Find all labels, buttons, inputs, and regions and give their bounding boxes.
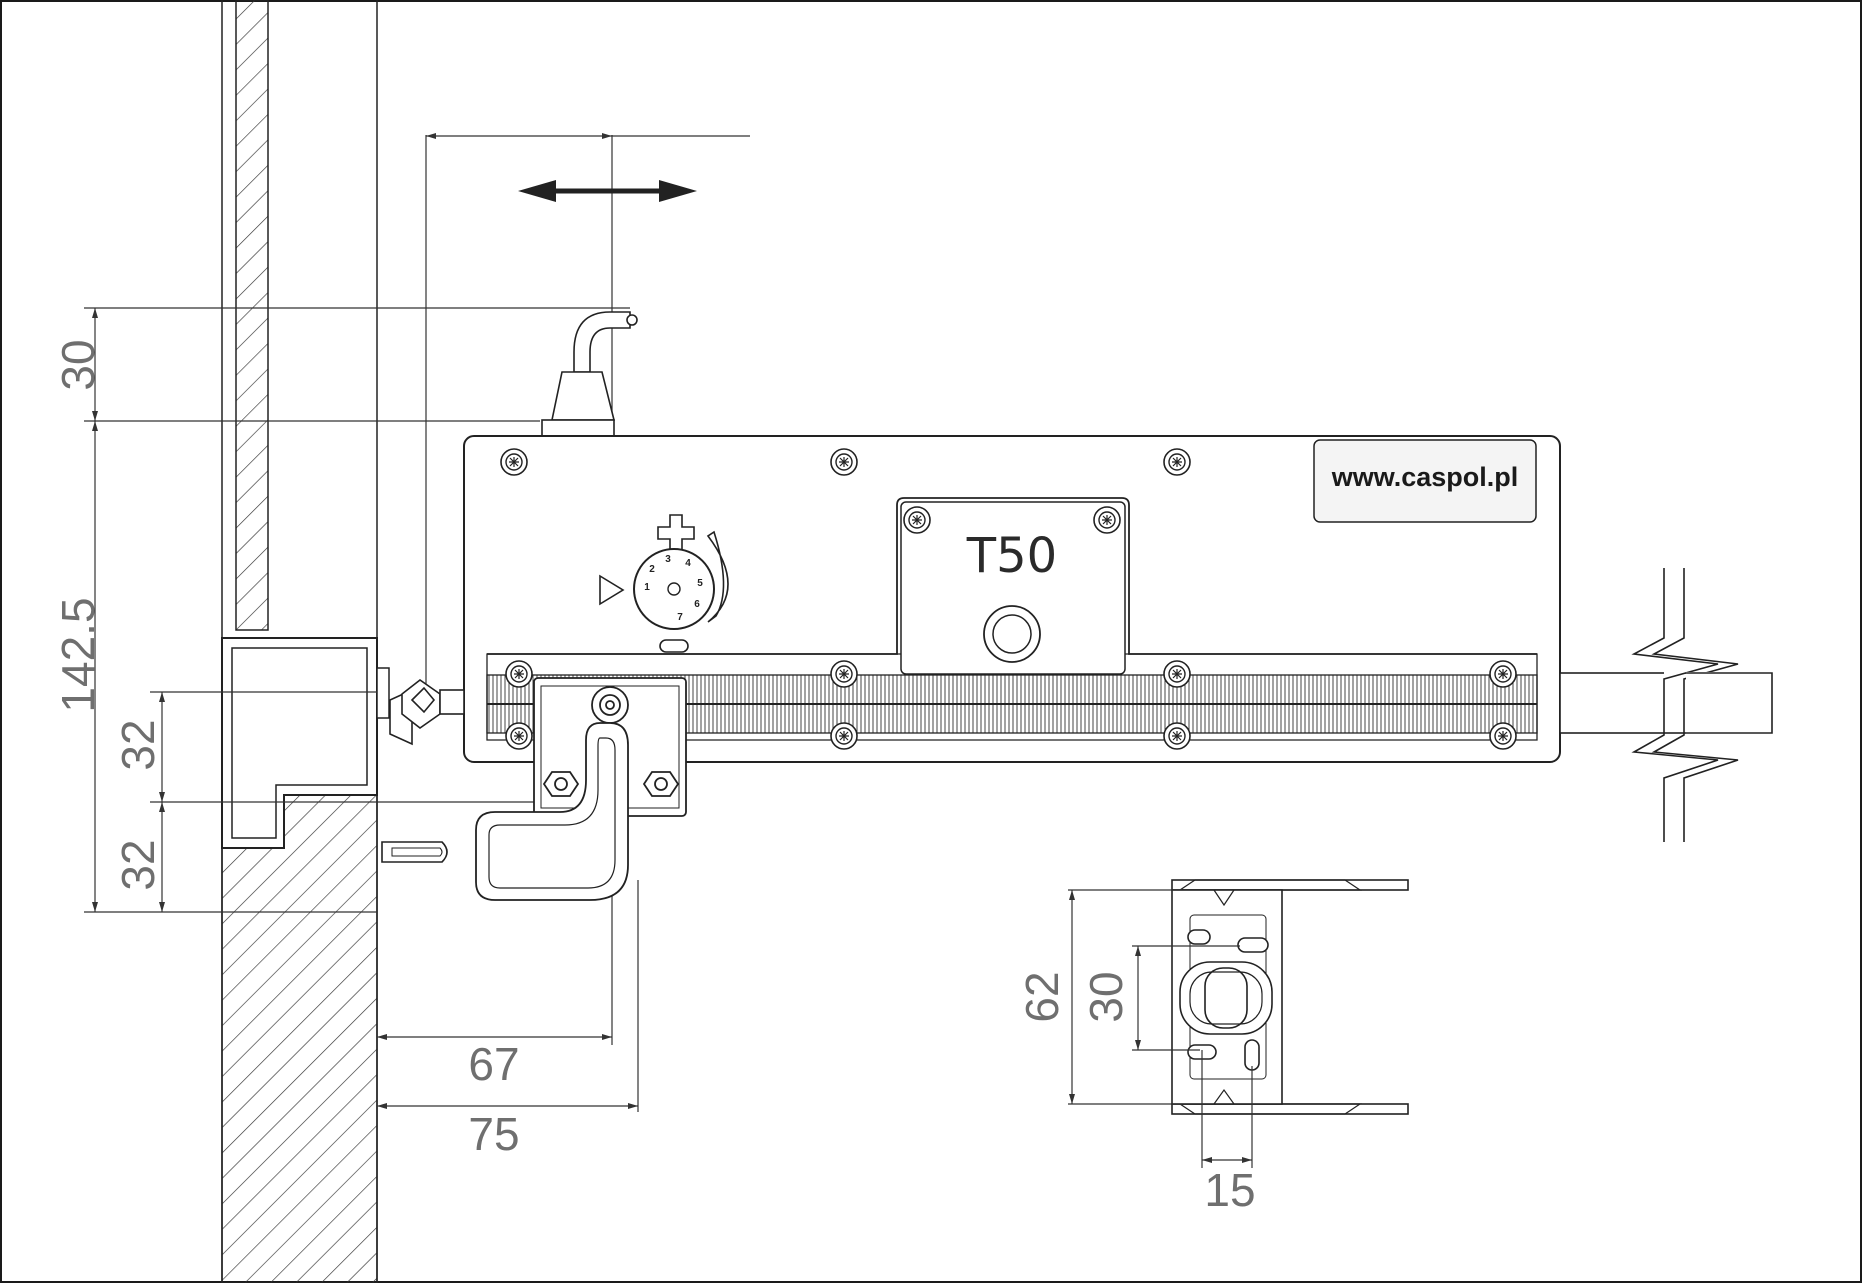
- front-bracket: [381, 679, 465, 863]
- dim-cable-height: 30: [52, 339, 104, 390]
- dial-mark: 1: [644, 582, 650, 593]
- model-plate: [900, 501, 1126, 675]
- screw-icon: [505, 722, 533, 750]
- screw-icon: [830, 722, 858, 750]
- screw-icon: [1163, 660, 1191, 688]
- power-cable: [541, 311, 638, 437]
- curved-arrow-icon: [706, 530, 729, 623]
- wall-section: [221, 0, 390, 1283]
- dim-upper-gap: 32: [112, 719, 164, 770]
- dial-mark: 7: [677, 612, 683, 623]
- screw-icon: [1489, 660, 1517, 688]
- screw-icon: [1093, 506, 1121, 534]
- mounting-bracket: [1171, 879, 1409, 1115]
- screw-icon: [505, 660, 533, 688]
- screw-icon: [903, 506, 931, 534]
- dim-offset-long: 75: [468, 1108, 519, 1160]
- dim-hole-spacing: 30: [1080, 971, 1132, 1022]
- dim-body-height: 142.5: [52, 597, 104, 712]
- dial-mark: 2: [649, 564, 655, 575]
- dim-lower-gap: 32: [112, 839, 164, 890]
- lower-hatched-wall: [221, 794, 378, 1283]
- steel-profile: [221, 637, 378, 849]
- shaft-extension: [1559, 568, 1774, 842]
- screw-icon: [830, 448, 858, 476]
- brand-label: www.caspol.pl: [1331, 462, 1519, 492]
- dim-hole-pitch: 15: [1204, 1164, 1255, 1216]
- screw-icon: [1163, 448, 1191, 476]
- chain-carriage: [475, 677, 687, 901]
- dial-mark: 5: [697, 578, 703, 589]
- screw-icon: [500, 448, 528, 476]
- dim-bracket-height: 62: [1016, 971, 1068, 1022]
- minus-icon: [659, 639, 689, 653]
- screw-icon: [1489, 722, 1517, 750]
- dial-mark: 3: [665, 554, 671, 565]
- movement-arrow: [518, 180, 697, 202]
- brand-plate: [1313, 439, 1537, 523]
- bracket-dimensions: [1068, 889, 1253, 1168]
- screw-icon: [830, 660, 858, 688]
- upper-hatched-wall: [235, 0, 269, 631]
- model-label: T50: [966, 528, 1057, 584]
- force-adjust-dial: 1 2 3 4 5 6 7: [599, 514, 729, 653]
- dial-mark: 4: [685, 558, 691, 569]
- dial-mark: 6: [694, 599, 700, 610]
- dim-offset-short: 67: [468, 1038, 519, 1090]
- triangle-pointer-icon: [599, 574, 625, 606]
- screw-icon: [1163, 722, 1191, 750]
